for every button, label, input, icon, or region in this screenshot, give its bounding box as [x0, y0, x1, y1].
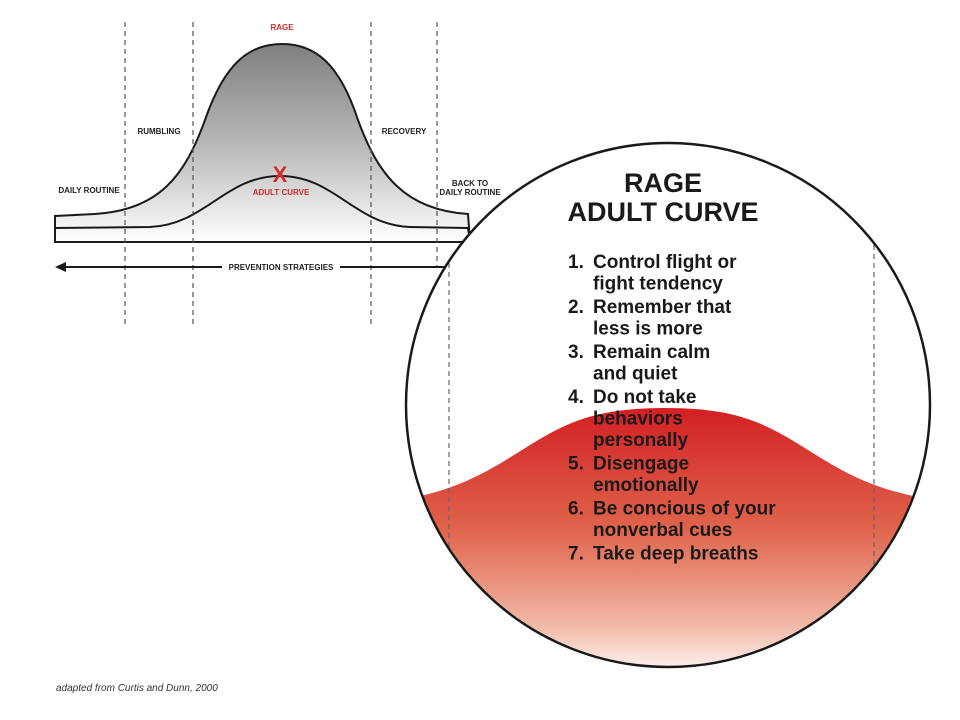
strategy-text: emotionally [593, 475, 699, 496]
strategy-text: Be concious of your [593, 499, 776, 520]
strategy-number: 3. [568, 342, 584, 363]
prevention-arrow: PREVENTION STRATEGIES [55, 262, 460, 272]
source-caption: adapted from Curtis and Dunn, 2000 [56, 683, 218, 694]
label-back-to: BACK TO [452, 179, 488, 188]
zoom-title-adult-curve: ADULT CURVE [567, 197, 758, 227]
strategy-number: 1. [568, 252, 584, 273]
adult-curve-shape [54, 174, 472, 243]
zoom-red-curve [406, 408, 930, 667]
label-back-to-daily: DAILY ROUTINE [439, 188, 501, 197]
label-rage: RAGE [270, 23, 294, 32]
strategy-text: behaviors [593, 409, 683, 430]
arrow-head-icon [55, 262, 66, 272]
x-mark: X [273, 162, 288, 187]
strategy-text: and quiet [593, 364, 678, 385]
strategy-text: less is more [593, 319, 703, 340]
strategy-text: nonverbal cues [593, 520, 732, 541]
behavior-curve: RAGE RUMBLING RECOVERY DAILY ROUTINE BAC… [54, 22, 501, 328]
strategy-text: personally [593, 430, 688, 451]
strategy-text: Remain calm [593, 342, 710, 363]
phase-dividers [124, 22, 438, 328]
zoom-circle: RAGE ADULT CURVE 1. Control flight orfigh… [404, 141, 932, 669]
label-rumbling: RUMBLING [137, 127, 180, 136]
strategy-text: Remember that [593, 297, 732, 318]
strategy-number: 2. [568, 297, 584, 318]
strategy-text: Disengage [593, 454, 689, 475]
zoom-title-rage: RAGE [624, 168, 702, 198]
label-prevention: PREVENTION STRATEGIES [229, 263, 334, 272]
strategy-number: 7. [568, 544, 584, 565]
label-adult-curve: ADULT CURVE [253, 188, 310, 197]
strategy-text: fight tendency [593, 274, 723, 295]
strategy-text: Control flight or [593, 252, 737, 273]
label-daily-routine: DAILY ROUTINE [58, 186, 120, 195]
strategy-text: Do not take [593, 387, 696, 408]
strategy-number: 4. [568, 387, 584, 408]
label-recovery: RECOVERY [382, 127, 427, 136]
zoom-circle-outline [404, 141, 932, 669]
strategy-number: 5. [568, 454, 584, 475]
strategy-item: 7. Take deep breaths [568, 544, 758, 565]
strategy-text: Take deep breaths [593, 544, 758, 565]
strategy-number: 6. [568, 499, 584, 520]
rage-curve-shape [54, 42, 472, 243]
